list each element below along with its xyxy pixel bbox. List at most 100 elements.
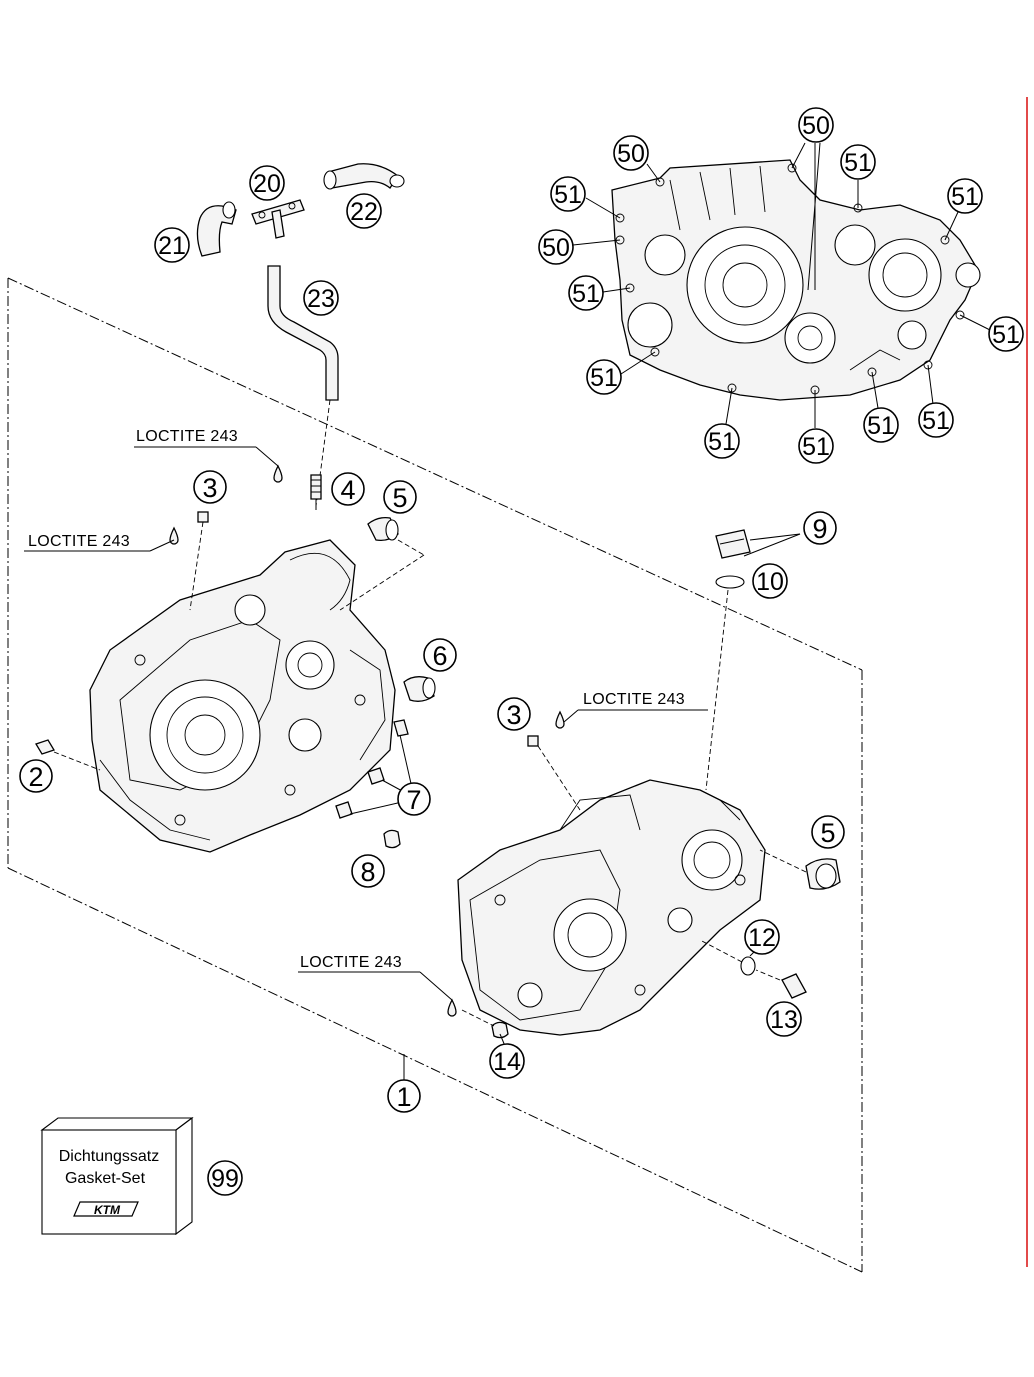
callout-14: 14 xyxy=(489,1043,525,1079)
loctite-text-right: LOCTITE 243 xyxy=(583,691,685,708)
callout-51-f: 51 xyxy=(586,359,622,395)
assembly-boundary xyxy=(7,277,863,1273)
callout-3-right: 3 xyxy=(497,697,531,731)
right-crankcase-half xyxy=(457,779,766,1036)
svg-text:13: 13 xyxy=(770,1006,798,1034)
svg-text:12: 12 xyxy=(748,924,776,952)
elbow-hose-22 xyxy=(323,163,405,190)
callout-51-g: 51 xyxy=(863,407,899,443)
svg-text:50: 50 xyxy=(542,234,570,262)
svg-text:51: 51 xyxy=(922,407,950,435)
callout-13: 13 xyxy=(766,1001,802,1037)
svg-text:5: 5 xyxy=(820,818,835,848)
callout-51-e: 51 xyxy=(988,316,1024,352)
svg-text:51: 51 xyxy=(572,280,600,308)
breather-t-fitting xyxy=(251,199,305,239)
loctite-drop-top xyxy=(273,464,283,483)
loctite-text-top: LOCTITE 243 xyxy=(136,428,238,445)
svg-text:20: 20 xyxy=(253,170,281,198)
callout-3-left: 3 xyxy=(193,470,227,504)
breather-hose-23 xyxy=(267,265,339,401)
callout-51-j: 51 xyxy=(798,428,834,464)
bearing-5-left xyxy=(339,516,425,611)
callout-51-a: 51 xyxy=(550,176,586,212)
callout-23: 23 xyxy=(303,280,339,316)
callout-50-b: 50 xyxy=(798,107,834,143)
bearing-5-right xyxy=(759,849,841,890)
callout-2: 2 xyxy=(19,759,53,793)
gasket-line1: Dichtungssatz xyxy=(59,1148,160,1165)
callout-7: 7 xyxy=(397,782,431,816)
loctite-label-bottom: LOCTITE 243 xyxy=(298,954,453,1001)
ktm-logo: KTM xyxy=(73,1201,139,1217)
dowel-pins-7 xyxy=(335,719,413,819)
svg-text:3: 3 xyxy=(506,700,521,730)
crankcase-bolt-layout xyxy=(611,159,981,401)
o-ring-10 xyxy=(705,533,801,791)
svg-text:51: 51 xyxy=(554,181,582,209)
callout-1: 1 xyxy=(387,1079,421,1113)
svg-text:1: 1 xyxy=(396,1082,411,1112)
svg-text:5: 5 xyxy=(392,483,407,513)
elbow-hose-21 xyxy=(196,201,237,257)
left-crankcase-half xyxy=(89,539,396,853)
callout-5-right: 5 xyxy=(811,815,845,849)
callout-51-c: 51 xyxy=(947,178,983,214)
svg-text:51: 51 xyxy=(951,183,979,211)
plug-9 xyxy=(715,529,801,559)
svg-text:51: 51 xyxy=(992,321,1020,349)
svg-text:4: 4 xyxy=(340,475,355,505)
svg-text:14: 14 xyxy=(493,1048,521,1076)
svg-text:51: 51 xyxy=(844,149,872,177)
svg-text:51: 51 xyxy=(590,364,618,392)
loctite-text-left: LOCTITE 243 xyxy=(28,533,130,550)
loctite-text-bottom: LOCTITE 243 xyxy=(300,954,402,971)
svg-text:8: 8 xyxy=(360,857,375,887)
loctite-label-top: LOCTITE 243 xyxy=(134,428,279,467)
svg-text:50: 50 xyxy=(617,140,645,168)
bush-6 xyxy=(403,676,436,702)
svg-text:2: 2 xyxy=(28,762,43,792)
gasket-line2: Gasket-Set xyxy=(65,1170,146,1187)
callout-4: 4 xyxy=(331,472,365,506)
ktm-logo-text: KTM xyxy=(94,1203,121,1217)
loctite-label-left: LOCTITE 243 xyxy=(24,533,175,552)
svg-text:51: 51 xyxy=(802,433,830,461)
svg-text:6: 6 xyxy=(432,641,447,671)
callout-6: 6 xyxy=(423,638,457,672)
svg-text:50: 50 xyxy=(802,112,830,140)
svg-text:10: 10 xyxy=(756,568,784,596)
callout-8: 8 xyxy=(351,854,385,888)
screw-3-right xyxy=(527,735,581,811)
svg-text:7: 7 xyxy=(406,785,421,815)
callout-10: 10 xyxy=(752,563,788,599)
svg-text:23: 23 xyxy=(307,285,335,313)
loctite-drop-bottom xyxy=(447,998,457,1017)
callout-99: 99 xyxy=(207,1160,243,1196)
bolt-leaders xyxy=(572,142,991,428)
loctite-drop-right xyxy=(555,710,565,729)
svg-text:9: 9 xyxy=(812,514,827,544)
svg-text:3: 3 xyxy=(202,473,217,503)
dowel-8 xyxy=(383,829,401,849)
callout-22: 22 xyxy=(346,193,382,229)
loctite-drop-left xyxy=(169,526,179,545)
svg-text:51: 51 xyxy=(867,412,895,440)
callout-20: 20 xyxy=(249,165,285,201)
callout-12: 12 xyxy=(744,919,780,955)
callout-50-c: 50 xyxy=(538,229,574,265)
callout-51-b: 51 xyxy=(840,144,876,180)
callout-51-h: 51 xyxy=(918,402,954,438)
callout-9: 9 xyxy=(803,511,837,545)
loctite-label-right: LOCTITE 243 xyxy=(563,691,708,723)
svg-text:51: 51 xyxy=(708,428,736,456)
callout-5-left: 5 xyxy=(383,480,417,514)
drain-screw-2 xyxy=(35,739,101,771)
gasket-set-box: Dichtungssatz Gasket-Set KTM xyxy=(40,1116,194,1236)
svg-text:99: 99 xyxy=(211,1165,239,1193)
stud-bolt-4 xyxy=(310,474,322,510)
svg-text:22: 22 xyxy=(350,198,378,226)
callout-51-i: 51 xyxy=(704,423,740,459)
callout-21: 21 xyxy=(154,227,190,263)
